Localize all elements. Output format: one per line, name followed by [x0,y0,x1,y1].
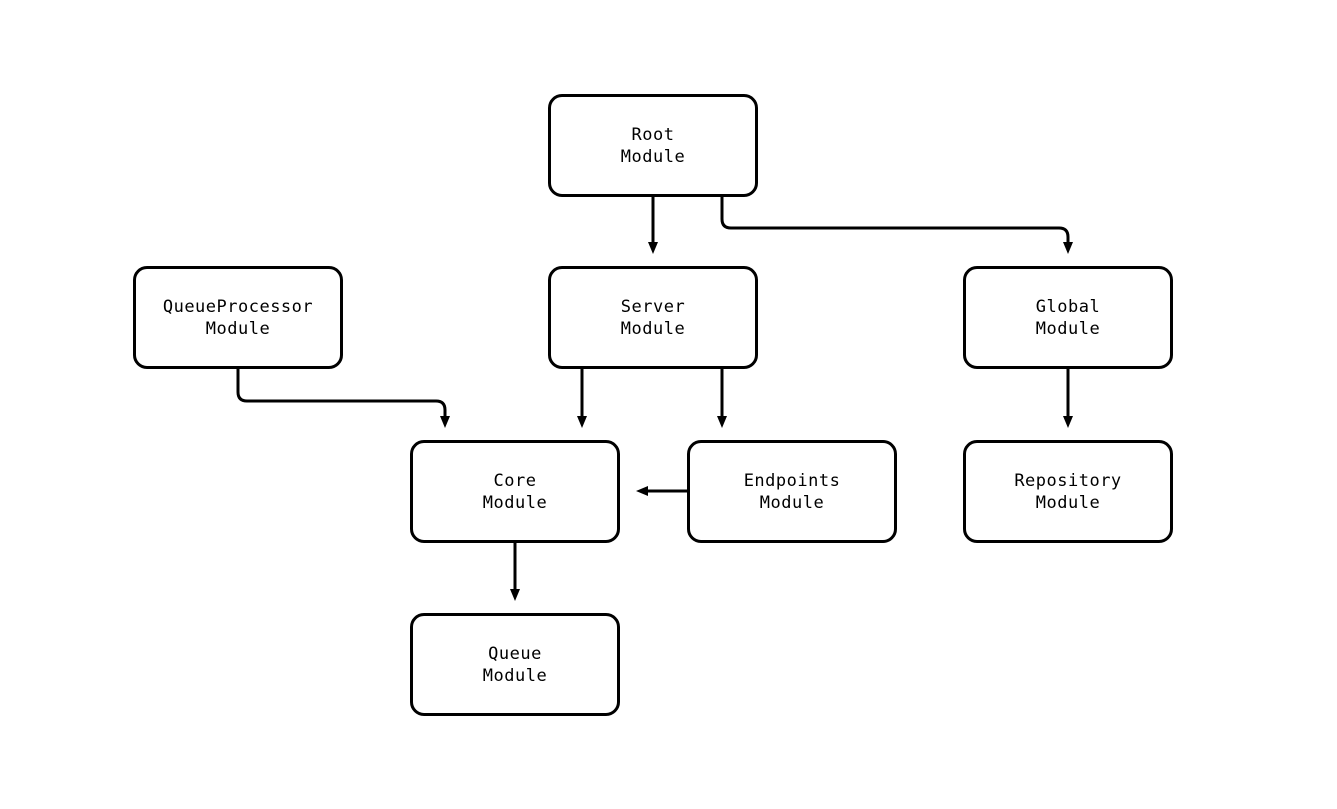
node-label-server-module: Server Module [620,296,686,339]
node-server-module[interactable]: Server Module [548,266,758,369]
node-label-endpoints-module: Endpoints Module [743,470,841,513]
node-label-queue-module: Queue Module [482,643,548,686]
edge-queueprocessor-to-core [236,369,450,428]
node-repository-module[interactable]: Repository Module [963,440,1173,543]
node-label-root-module: Root Module [620,124,686,167]
node-label-core-module: Core Module [482,470,548,513]
node-label-global-module: Global Module [1035,296,1101,339]
node-global-module[interactable]: Global Module [963,266,1173,369]
node-label-queueprocessor-module: QueueProcessor Module [162,296,314,339]
node-queueprocessor-module[interactable]: QueueProcessor Module [133,266,343,369]
node-queue-module[interactable]: Queue Module [410,613,620,716]
node-core-module[interactable]: Core Module [410,440,620,543]
edge-root-to-global [720,197,1073,254]
node-root-module[interactable]: Root Module [548,94,758,197]
node-endpoints-module[interactable]: Endpoints Module [687,440,897,543]
node-label-repository-module: Repository Module [1014,470,1122,513]
